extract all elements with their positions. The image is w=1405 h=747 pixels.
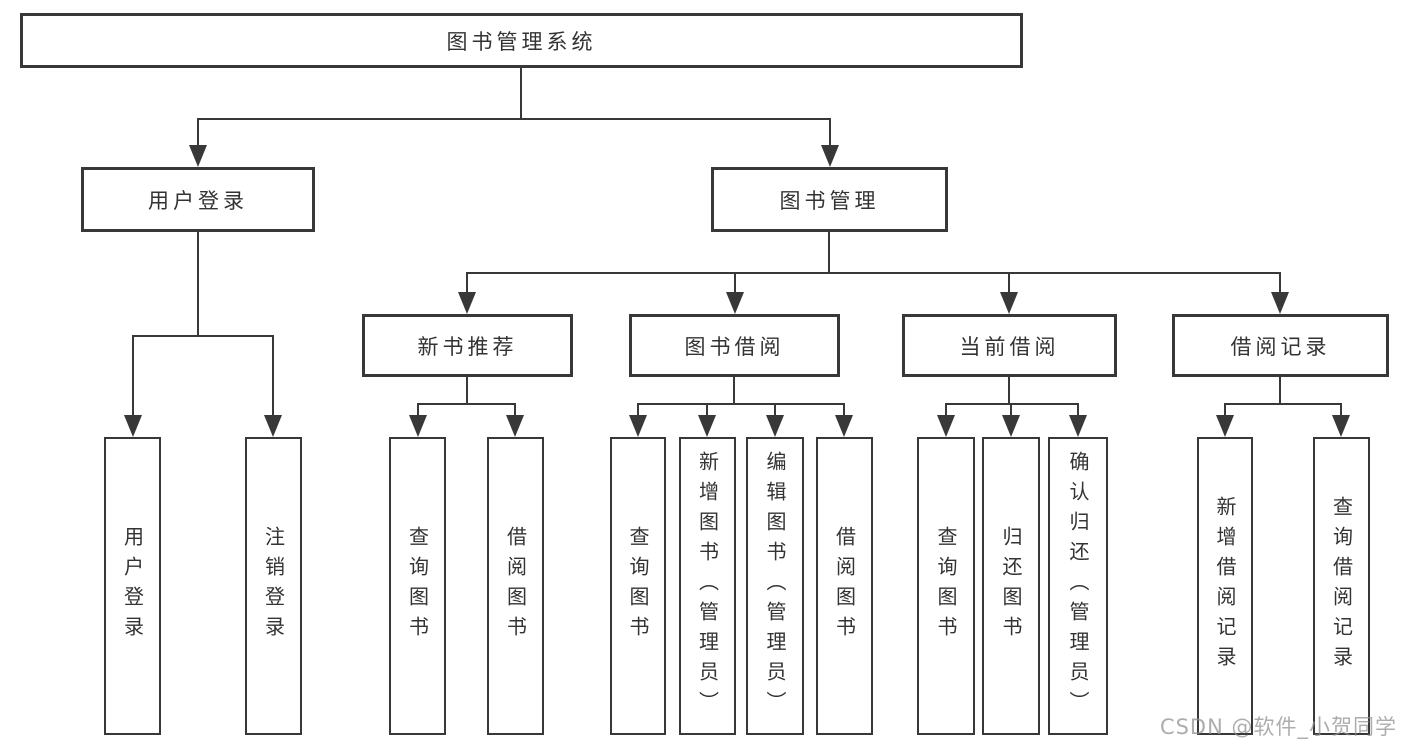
connector-current-stem <box>1008 377 1010 404</box>
arrowhead-to-newbook <box>458 292 476 314</box>
connector-newbook-stem <box>466 377 468 404</box>
connector-to-leaf <box>706 403 708 419</box>
connector-to-leaf <box>774 403 776 419</box>
leaf-records-query-label: 查询借阅记录 <box>1329 496 1354 676</box>
arrowhead-to-borrow <box>726 292 744 314</box>
connector-borrow-stem <box>733 377 735 404</box>
leaf-borrow-edit-admin-label: 编辑图书（管理员） <box>763 451 787 721</box>
leaf-newbook-query-label: 查询图书 <box>405 526 430 646</box>
connector-to-newbook <box>466 272 468 296</box>
leaf-borrow-query: 查询图书 <box>610 437 666 735</box>
leaf-logout: 注销登录 <box>245 437 302 735</box>
leaf-current-query: 查询图书 <box>917 437 975 735</box>
connector-to-leaf <box>945 403 947 419</box>
arrowhead-to-current <box>1000 292 1018 314</box>
node-book-borrow-label: 图书借阅 <box>684 334 785 359</box>
leaf-newbook-borrow: 借阅图书 <box>487 437 544 735</box>
arrowhead-leaf <box>1332 415 1350 437</box>
connector-borrow-split <box>637 403 844 405</box>
node-borrow-records: 借阅记录 <box>1172 314 1389 377</box>
leaf-current-confirm-admin: 确认归还（管理员） <box>1048 437 1108 735</box>
node-current-borrow-label: 当前借阅 <box>959 334 1060 359</box>
leaf-borrow-query-label: 查询图书 <box>626 526 650 646</box>
arrowhead-leaf <box>506 415 524 437</box>
leaf-user-login-label: 用户登录 <box>120 526 145 646</box>
arrowhead-to-manage <box>821 145 839 167</box>
connector-to-leaf <box>1077 403 1079 419</box>
connector-to-leaf <box>1340 403 1342 419</box>
leaf-records-add: 新增借阅记录 <box>1197 437 1253 735</box>
node-user-login: 用户登录 <box>81 167 315 232</box>
arrowhead-leaf <box>264 415 282 437</box>
connector-manage-split <box>466 272 1281 274</box>
leaf-borrow-add-admin: 新增图书（管理员） <box>679 437 736 735</box>
arrowhead-leaf <box>409 415 427 437</box>
arrowhead-leaf <box>124 415 142 437</box>
node-user-login-label: 用户登录 <box>148 188 248 213</box>
connector-newbook-split <box>417 403 516 405</box>
arrowhead-leaf <box>766 415 784 437</box>
connector-login-stem <box>197 232 199 336</box>
connector-to-borrow <box>734 272 736 296</box>
connector-to-manage <box>829 118 831 148</box>
node-borrow-records-label: 借阅记录 <box>1230 334 1331 359</box>
watermark: CSDN @软件_小贺同学 <box>1159 715 1397 739</box>
arrowhead-to-login <box>189 145 207 167</box>
node-new-book-recommend-label: 新书推荐 <box>417 334 518 359</box>
leaf-logout-label: 注销登录 <box>261 526 286 646</box>
connector-to-login <box>197 118 199 148</box>
connector-to-leaf <box>417 403 419 419</box>
arrowhead-leaf <box>937 415 955 437</box>
leaf-current-query-label: 查询图书 <box>934 526 958 646</box>
node-new-book-recommend: 新书推荐 <box>362 314 573 377</box>
connector-root-split <box>197 118 830 120</box>
connector-to-current <box>1008 272 1010 296</box>
arrowhead-leaf <box>1069 415 1087 437</box>
arrowhead-leaf <box>698 415 716 437</box>
connector-manage-stem <box>828 232 830 273</box>
arrowhead-leaf <box>629 415 647 437</box>
connector-records-split <box>1224 403 1342 405</box>
leaf-current-return: 归还图书 <box>982 437 1040 735</box>
leaf-borrow-edit-admin: 编辑图书（管理员） <box>746 437 804 735</box>
connector-current-split <box>945 403 1079 405</box>
arrowhead-leaf <box>1002 415 1020 437</box>
connector-to-leaf <box>843 403 845 419</box>
connector-to-leaf <box>132 335 134 419</box>
node-root-label: 图书管理系统 <box>446 29 597 54</box>
leaf-records-query: 查询借阅记录 <box>1313 437 1370 735</box>
leaf-current-confirm-admin-label: 确认归还（管理员） <box>1066 451 1090 721</box>
connector-to-leaf <box>1010 403 1012 419</box>
connector-to-records <box>1279 272 1281 296</box>
leaf-user-login: 用户登录 <box>104 437 161 735</box>
leaf-records-add-label: 新增借阅记录 <box>1213 496 1237 676</box>
node-book-management: 图书管理 <box>711 167 948 232</box>
connector-to-leaf <box>1224 403 1226 419</box>
leaf-current-return-label: 归还图书 <box>999 526 1023 646</box>
arrowhead-to-records <box>1271 292 1289 314</box>
node-book-management-label: 图书管理 <box>779 188 880 213</box>
node-root: 图书管理系统 <box>20 13 1023 68</box>
arrowhead-leaf <box>835 415 853 437</box>
connector-to-leaf <box>637 403 639 419</box>
arrowhead-leaf <box>1216 415 1234 437</box>
connector-records-stem <box>1279 377 1281 404</box>
leaf-borrow-add-admin-label: 新增图书（管理员） <box>695 451 720 721</box>
connector-to-leaf <box>514 403 516 419</box>
leaf-borrow-borrow: 借阅图书 <box>816 437 873 735</box>
connector-login-split <box>132 335 274 337</box>
leaf-borrow-borrow-label: 借阅图书 <box>832 526 857 646</box>
leaf-newbook-query: 查询图书 <box>389 437 446 735</box>
connector-root-stem <box>520 68 522 119</box>
connector-to-leaf <box>272 335 274 419</box>
leaf-newbook-borrow-label: 借阅图书 <box>503 526 528 646</box>
node-book-borrow: 图书借阅 <box>629 314 840 377</box>
node-current-borrow: 当前借阅 <box>902 314 1117 377</box>
